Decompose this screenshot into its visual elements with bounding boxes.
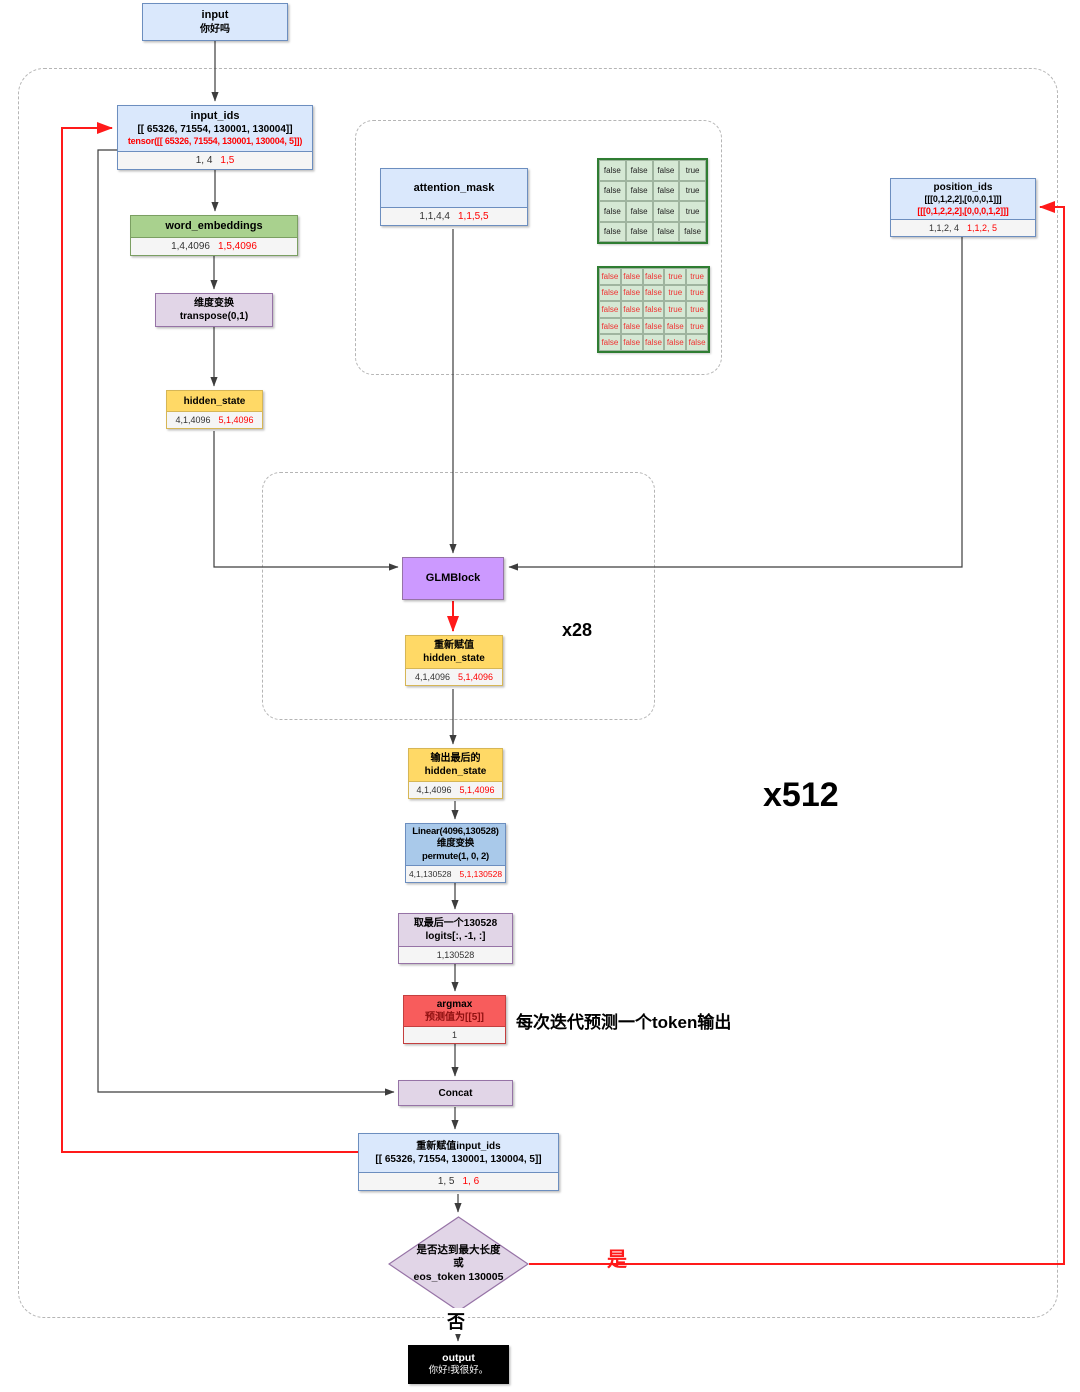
position-ids-new-value: [[[0,1,2,2,2],[0,0,0,1,2]]]	[917, 205, 1009, 216]
reassign-hidden-shape: 4,1,4096 5,1,4096	[406, 668, 502, 685]
output-text: 你好!我很好。	[428, 1365, 489, 1377]
attention-mask-shape-new: 1,1,5,5	[458, 211, 489, 222]
label-x512: x512	[763, 776, 839, 814]
label-yes: 是	[607, 1249, 627, 1271]
output-title: output	[442, 1352, 475, 1364]
argmax-shape: 1	[404, 1026, 505, 1043]
input-ids-new-value: tensor([[ 65326, 71554, 130001, 130004, …	[127, 136, 303, 147]
node-attention-mask: attention_mask 1,1,4,4 1,1,5,5	[380, 168, 528, 226]
reassign-input-ids-line2: [[ 65326, 71554, 130001, 130004, 5]]	[375, 1154, 542, 1165]
word-embeddings-shape-old: 1,4,4096	[171, 241, 210, 252]
decision-line1: 是否达到最大长度	[416, 1244, 501, 1257]
take-last-line1: 取最后一个130528	[413, 918, 498, 929]
node-argmax: argmax 预测值为[[5]] 1	[403, 995, 506, 1044]
linear-line3: permute(1, 0, 2)	[421, 850, 489, 862]
linear-shape-new: 5,1,130528	[459, 869, 503, 880]
input-ids-title: input_ids	[190, 110, 240, 122]
decision-diamond: 是否达到最大长度 或 eos_token 130005	[387, 1216, 530, 1312]
reassign-input-ids-shape-old: 1, 5	[437, 1176, 455, 1187]
position-ids-shape-new: 1,1,2, 5	[967, 223, 998, 234]
attention-mask-shape: 1,1,4,4 1,1,5,5	[381, 207, 527, 225]
node-word-embeddings: word_embeddings 1,4,4096 1,5,4096	[130, 215, 298, 256]
node-position-ids: position_ids [[[0,1,2,2],[0,0,0,1]]] [[[…	[890, 178, 1036, 238]
input-title: input	[201, 9, 229, 22]
node-take-last-logits: 取最后一个130528 logits[:, -1, :] 1,130528	[398, 913, 513, 964]
position-ids-old-value: [[[0,1,2,2],[0,0,0,1]]]	[924, 194, 1002, 204]
decision-line3: eos_token 130005	[413, 1270, 504, 1283]
reassign-input-ids-shape: 1, 5 1, 6	[359, 1172, 558, 1190]
node-input: input 你好吗	[142, 3, 288, 41]
transpose-line2: transpose(0,1)	[179, 311, 249, 322]
reassign-hidden-shape-old: 4,1,4096	[414, 672, 450, 682]
input-ids-old-value: [[ 65326, 71554, 130001, 130004]]	[137, 124, 293, 136]
node-output: output 你好!我很好。	[408, 1345, 509, 1384]
hidden-state-shape-old: 4,1,4096	[175, 415, 211, 425]
out-hidden-shape: 4,1,4096 5,1,4096	[409, 781, 502, 798]
node-reassign-input-ids: 重新赋值input_ids [[ 65326, 71554, 130001, 1…	[358, 1133, 559, 1191]
node-hidden-state: hidden_state 4,1,4096 5,1,4096	[166, 390, 263, 429]
attention-mask-shape-old: 1,1,4,4	[419, 211, 450, 222]
label-no: 否	[444, 1308, 468, 1334]
word-embeddings-shape-new: 1,5,4096	[218, 241, 257, 252]
hidden-state-title: hidden_state	[183, 395, 246, 407]
node-output-hidden-state: 输出最后的 hidden_state 4,1,4096 5,1,4096	[408, 748, 503, 799]
concat-title: Concat	[438, 1087, 473, 1099]
label-x28: x28	[562, 620, 593, 640]
position-ids-shape-old: 1,1,2, 4	[928, 223, 959, 234]
reassign-input-ids-shape-new: 1, 6	[462, 1176, 480, 1187]
node-transpose: 维度变换 transpose(0,1)	[155, 293, 273, 327]
node-linear: Linear(4096,130528) 维度变换 permute(1, 0, 2…	[405, 823, 506, 884]
reassign-hidden-line1: 重新赋值	[434, 640, 474, 651]
hidden-state-shape: 4,1,4096 5,1,4096	[167, 411, 262, 428]
decision-line2: 或	[453, 1257, 464, 1270]
linear-shape-old: 4,1,130528	[408, 869, 452, 880]
glmblock-title: GLMBlock	[425, 572, 481, 585]
input-ids-shape: 1, 4 1,5	[118, 150, 312, 169]
reassign-hidden-line2: hidden_state	[423, 653, 485, 664]
input-text: 你好吗	[200, 23, 230, 35]
linear-line1: Linear(4096,130528)	[412, 826, 499, 837]
node-concat: Concat	[398, 1080, 513, 1106]
hidden-state-shape-new: 5,1,4096	[218, 415, 254, 425]
take-last-shape: 1,130528	[399, 946, 512, 963]
take-last-line2: logits[:, -1, :]	[425, 931, 486, 942]
attention-mask-title: attention_mask	[413, 181, 495, 194]
input-ids-shape-new: 1,5	[220, 154, 235, 166]
position-ids-title: position_ids	[933, 182, 993, 193]
word-embeddings-title: word_embeddings	[165, 220, 263, 233]
argmax-line2: 预测值为[[5]]	[425, 1012, 484, 1023]
word-embeddings-shape: 1,4,4096 1,5,4096	[131, 237, 297, 255]
out-hidden-shape-old: 4,1,4096	[416, 785, 452, 795]
label-iteration-note: 每次迭代预测一个token输出	[516, 1013, 732, 1032]
transpose-line1: 维度变换	[194, 298, 234, 309]
node-reassign-hidden-state: 重新赋值 hidden_state 4,1,4096 5,1,4096	[405, 635, 503, 686]
argmax-line1: argmax	[436, 999, 473, 1010]
node-glmblock: GLMBlock	[402, 557, 504, 600]
node-input-ids: input_ids [[ 65326, 71554, 130001, 13000…	[117, 105, 313, 170]
out-hidden-shape-new: 5,1,4096	[459, 785, 495, 795]
out-hidden-line1: 输出最后的	[430, 753, 481, 764]
linear-shape: 4,1,130528 5,1,130528	[406, 865, 505, 883]
out-hidden-line2: hidden_state	[424, 766, 487, 777]
input-ids-shape-old: 1, 4	[195, 154, 213, 166]
position-ids-shape: 1,1,2, 4 1,1,2, 5	[891, 219, 1035, 237]
linear-line2: 维度变换	[436, 838, 475, 850]
reassign-input-ids-line1: 重新赋值input_ids	[416, 1141, 501, 1152]
reassign-hidden-shape-new: 5,1,4096	[458, 672, 494, 682]
